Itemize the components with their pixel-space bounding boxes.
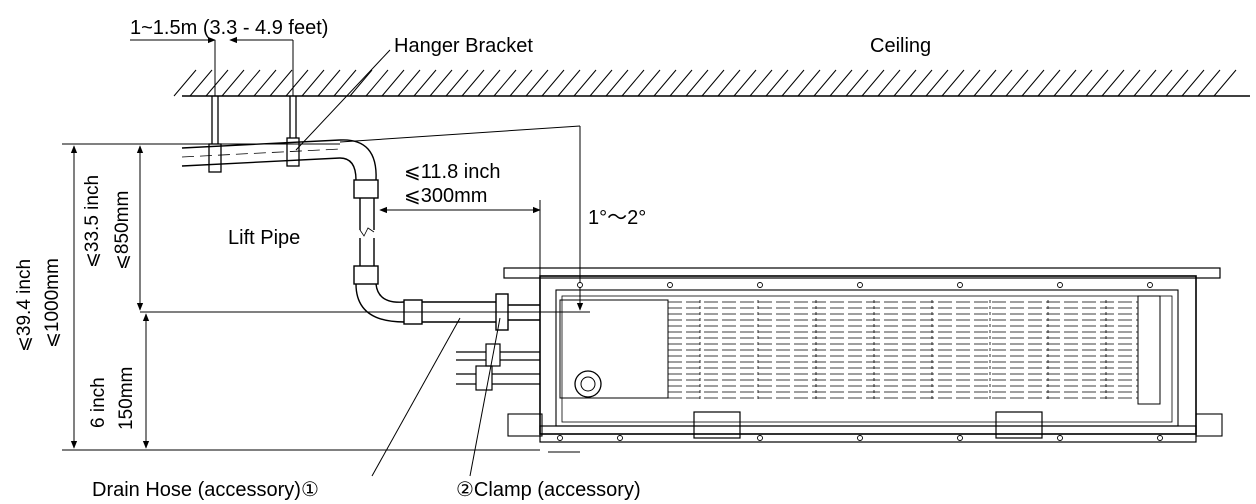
spacing-label: 1~1.5m (3.3 - 4.9 feet)	[130, 17, 328, 39]
drain-hose-label: Drain Hose (accessory)①	[92, 479, 319, 501]
hanger-bracket-label: Hanger Bracket	[394, 35, 533, 57]
unit-filter-grille	[668, 300, 1138, 400]
lift-pipe-label: Lift Pipe	[228, 227, 300, 249]
hanger-bracket-leader	[295, 49, 391, 151]
clamp-label: ②Clamp (accessory)	[456, 479, 641, 501]
base-height-mm-label: 150mm	[116, 367, 137, 430]
horizontal-limit-mm-label: ⩽300mm	[404, 185, 487, 207]
total-limit-mm-label: ⩽1000mm	[42, 258, 63, 348]
indoor-unit	[456, 267, 1223, 443]
vertical-dimensions	[62, 143, 540, 451]
total-limit-inch-label: ⩽39.4 inch	[14, 259, 35, 352]
lift-limit-mm-label: ⩽850mm	[112, 191, 133, 270]
callout-leaders	[371, 317, 580, 477]
ceiling	[173, 69, 1250, 97]
slope-label: 1°～2°	[588, 207, 646, 229]
ceiling-label: Ceiling	[870, 35, 931, 57]
spacing-dimension	[130, 36, 294, 96]
unit-screw-holes	[557, 282, 1163, 441]
ceiling-hatch	[173, 69, 1237, 97]
base-height-inch-label: 6 inch	[88, 377, 109, 428]
lift-limit-inch-label: ⩽33.5 inch	[82, 175, 103, 268]
horizontal-limit-inch-label: ⩽11.8 inch	[404, 161, 500, 183]
